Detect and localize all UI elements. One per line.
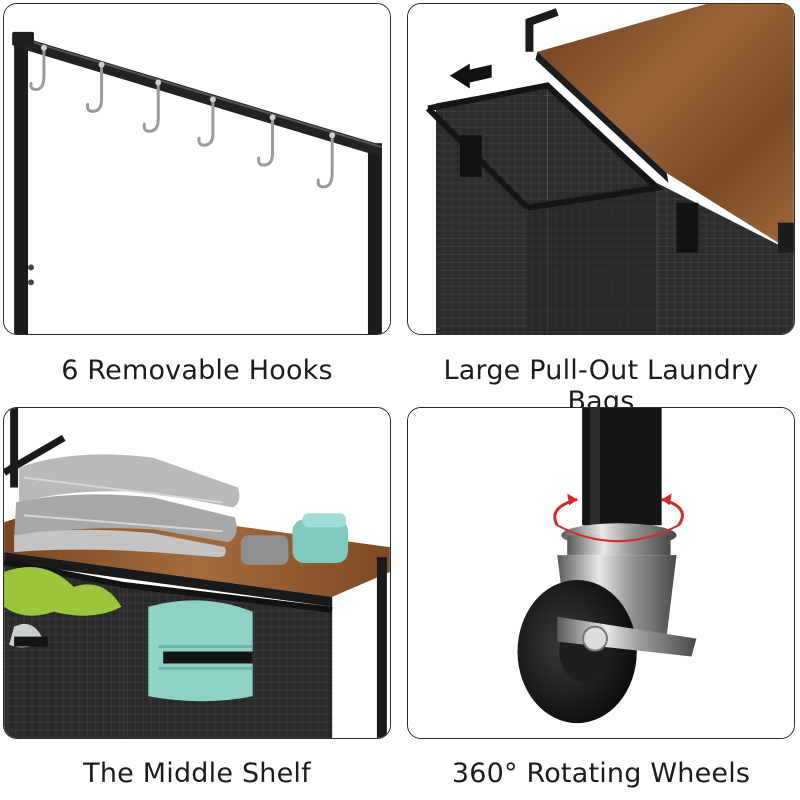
hooks-photo (4, 4, 390, 334)
middle-shelf-photo-panel (3, 407, 391, 739)
laundry-bag-photo-panel (407, 3, 795, 335)
middle-shelf-photo (4, 408, 390, 738)
hooks-photo-panel (3, 3, 391, 335)
wheel-photo-panel (407, 407, 795, 739)
caption-middle-shelf: The Middle Shelf (83, 758, 311, 789)
wheel-photo (408, 408, 794, 738)
laundry-bag-photo (408, 4, 794, 334)
caption-rotating-wheels: 360° Rotating Wheels (451, 758, 751, 789)
caption-removable-hooks: 6 Removable Hooks (61, 355, 333, 386)
